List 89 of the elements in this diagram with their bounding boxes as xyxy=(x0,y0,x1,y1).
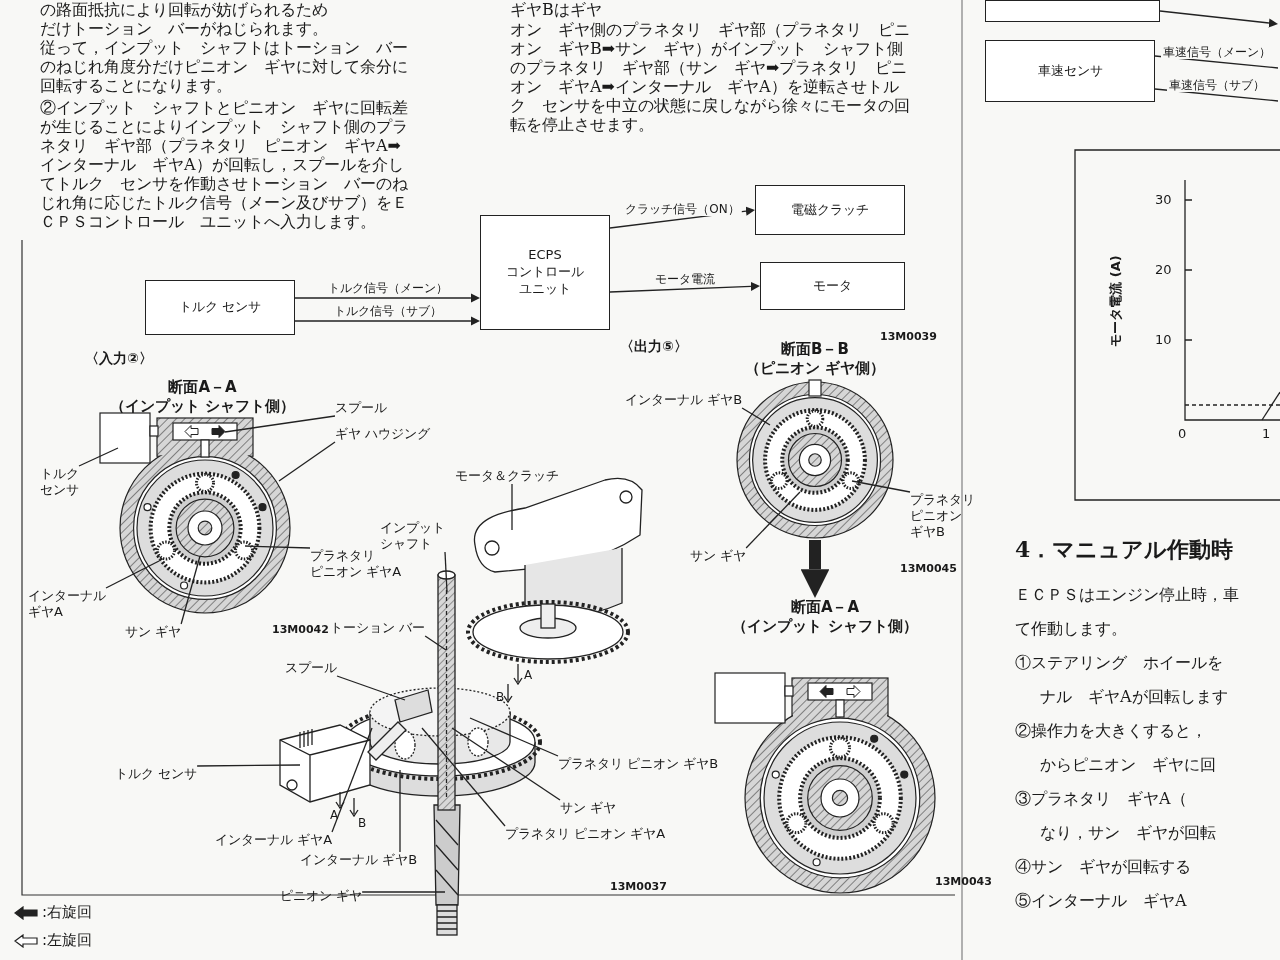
leader-line xyxy=(851,480,911,493)
callout-label: ギヤ ハウジング xyxy=(335,426,431,442)
callout-label: インターナル ギヤB xyxy=(625,392,743,408)
callout-label: プラネタリ ピニオン ギヤB xyxy=(558,756,719,772)
section-title: 断面A－A xyxy=(789,598,861,617)
section-title: 断面B－B xyxy=(780,340,850,359)
leader-line xyxy=(399,769,401,853)
axis-label: モータ電流 (A) xyxy=(1106,255,1124,347)
body-text-line: なり，サン ギヤが回転 xyxy=(1040,823,1216,843)
process-box: ECPSコントロールユニット xyxy=(480,215,610,330)
tick-label: 30 xyxy=(1155,192,1172,207)
edge-label: クラッチ信号（ON） xyxy=(623,202,742,216)
body-paragraph: 従って，インプット シャフトはトーション バーのねじれ角度分だけピニオン ギヤに対して余分に回転することになります。 xyxy=(40,38,409,95)
callout-label: トルクセンサ xyxy=(40,466,79,498)
arrow xyxy=(609,281,760,293)
body-paragraph: ②インプット シャフトとピニオン ギヤに回転差が生じることによりインプット シャフト側のプラネタリ ギヤ部（プラネタリ ピニオン ギヤA➡インターナル ギヤA）が回転し，スプールを介してトルク センサを作動させトーション バーのねじれ角に応じたトルク信号（メーン及びサブ）をＥＣＰＳコントロール ユニットへ入力します。 xyxy=(40,98,409,231)
legend-label: :右旋回 xyxy=(42,903,93,922)
process-box: モータ xyxy=(760,262,905,310)
body-text-line: ナル ギヤAが回転します xyxy=(1040,687,1228,707)
body-text-line: ③プラネタリ ギヤA（ xyxy=(1015,789,1187,809)
tick-label: 0 xyxy=(1178,426,1187,441)
figure-number: 13M0042 xyxy=(272,623,329,636)
leader-line xyxy=(78,447,119,467)
leader-line xyxy=(105,560,160,589)
leader-line xyxy=(278,441,336,482)
callout-label: サン ギヤ xyxy=(560,800,617,816)
body-text-line: だけトーション バーがねじられます。 xyxy=(40,19,328,38)
section-subtitle: （ピニオン ギヤ側） xyxy=(743,359,887,378)
section-marker: A xyxy=(524,668,533,682)
arrow xyxy=(1159,10,1278,28)
tick-label: 10 xyxy=(1155,332,1172,347)
callout-label: インターナル ギヤB xyxy=(300,852,418,868)
leader-line xyxy=(421,727,506,827)
body-paragraph: オン ギヤ側のプラネタリ ギヤ部（プラネタリ ピニオン ギヤB➡サン ギヤ）がインプット シャフト側のプラネタリ ギヤ部（サン ギヤ➡プラネタリ ピニオン ギヤA➡インターナル ギヤA）を逆転させトルク センサを中立の状態に戻しながら徐々にモータの回転を停止させます。 xyxy=(510,20,910,134)
body-text-line: ②操作力を大きくすると， xyxy=(1015,721,1207,741)
leader-line xyxy=(745,491,801,549)
figure-number: 13M0039 xyxy=(880,330,937,343)
body-text-line: て作動します。 xyxy=(1015,619,1127,639)
legend-label: :左旋回 xyxy=(42,931,93,950)
leader-line xyxy=(741,407,771,426)
callout-label: インターナル ギヤA xyxy=(215,832,333,848)
edge-label: モータ電流 xyxy=(653,272,717,286)
section-marker: A xyxy=(330,808,339,822)
callout-label: サン ギヤ xyxy=(690,548,747,564)
figure-number: 13M0037 xyxy=(610,880,667,893)
empty-box xyxy=(985,0,1160,22)
section-marker: B xyxy=(358,816,367,830)
section-heading: 4．マニュアル作動時 xyxy=(1015,535,1234,564)
block-arrow xyxy=(800,540,830,598)
callout-label: プラネタリピニオンギヤB xyxy=(910,492,975,540)
section-marker: B xyxy=(496,690,505,704)
tick-label: 1 xyxy=(1262,426,1271,441)
body-text-line: ⑤インターナル ギヤA xyxy=(1015,891,1187,911)
body-text-line: ＥＣＰＳはエンジン停止時，車 xyxy=(1015,585,1239,605)
callout-label: スプール xyxy=(335,400,387,416)
body-text-line: の路面抵抗により回転が妨げられるため xyxy=(40,0,328,19)
body-text-line: ギヤBはギヤ xyxy=(510,0,602,19)
tick-label: 20 xyxy=(1155,262,1172,277)
callout-label: トーション バー xyxy=(330,620,426,636)
figure-number: 13M0045 xyxy=(900,562,957,575)
callout-label: ピニオン ギヤ xyxy=(280,888,363,904)
leader-line xyxy=(361,891,446,893)
callout-label: トルク センサ xyxy=(115,766,198,782)
callout-label: プラネタリ ピニオン ギヤA xyxy=(505,826,666,842)
leader-line xyxy=(336,675,406,701)
callout-label: サン ギヤ xyxy=(125,624,182,640)
body-text-line: からピニオン ギヤに回 xyxy=(1040,755,1216,775)
figure-number: 13M0043 xyxy=(935,875,992,888)
body-text-line: ①ステアリング ホイールを xyxy=(1015,653,1223,673)
process-box: 電磁クラッチ xyxy=(755,185,905,235)
figure-caption: 〈出力⑤〉 xyxy=(620,338,688,356)
callout-label: インターナルギヤA xyxy=(28,588,106,620)
leader-line xyxy=(511,483,513,531)
figure-caption: 〈入力②〉 xyxy=(85,350,153,368)
leader-line xyxy=(244,545,311,549)
leader-line xyxy=(331,727,373,833)
leader-line xyxy=(196,764,301,767)
leader-line xyxy=(469,717,559,757)
section-title: 断面A－A xyxy=(167,378,238,397)
leader-line xyxy=(451,727,561,801)
arrow xyxy=(294,316,480,326)
process-box: トルク センサ xyxy=(145,280,295,335)
callout-label: モータ＆クラッチ xyxy=(455,468,559,484)
leader-line xyxy=(424,635,447,651)
body-text-line: ④サン ギヤが回転する xyxy=(1015,857,1191,877)
section-subtitle: （インプット シャフト側） xyxy=(731,617,919,636)
arrow xyxy=(294,293,480,303)
process-box: 車速センサ xyxy=(985,40,1155,102)
callout-label: スプール xyxy=(285,660,337,676)
